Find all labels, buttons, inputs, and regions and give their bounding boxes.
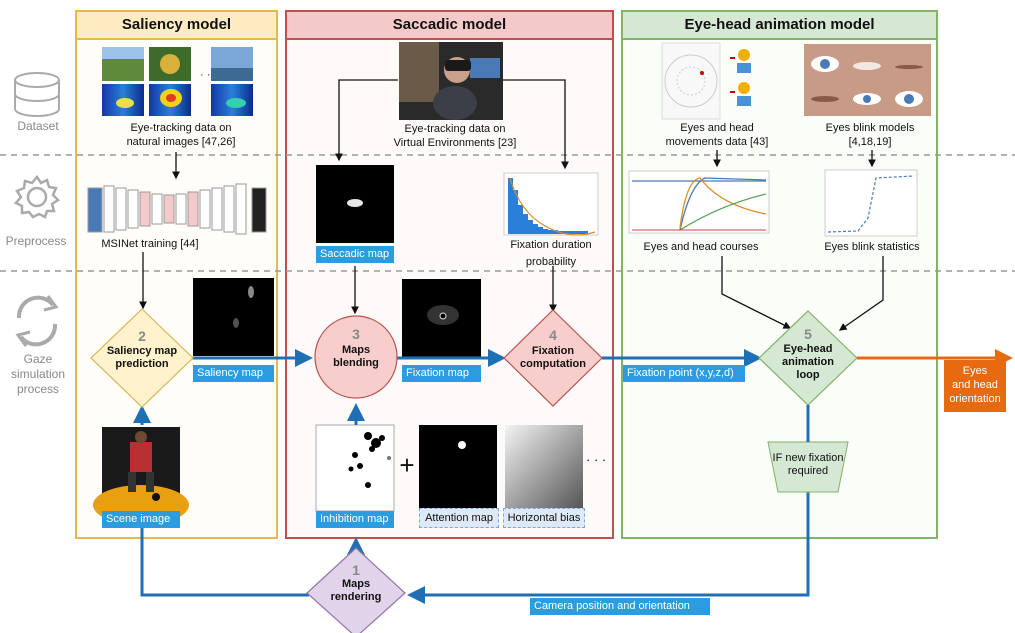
eyes-head-courses-chart — [628, 170, 770, 234]
virtual-env-caption: Eye-tracking data on Virtual Environment… — [393, 123, 517, 149]
msinet-caption: MSINet training [44] — [101, 238, 199, 250]
saliency-map-image — [193, 278, 274, 356]
camera-label: Camera position and orientation — [530, 598, 710, 615]
saliency-map-spot-2 — [233, 318, 239, 328]
stage-label-preprocess: Preprocess — [5, 234, 67, 248]
saccadic-panel-header: Saccadic model — [286, 11, 613, 39]
eyes-head-data-caption: Eyes and head movements data [43] — [665, 122, 769, 148]
inhibition-map-spots — [348, 432, 391, 488]
thumbnails-ellipsis: · · — [200, 69, 210, 81]
saccadic-map-spot — [347, 199, 363, 207]
node-2-number: 2 — [138, 328, 146, 344]
node-1-label: Maps rendering — [330, 578, 382, 603]
eyehead-panel-title-bar — [621, 10, 938, 40]
horizontal-bias-label: Horizontal bias — [503, 508, 585, 528]
saliency-map-label: Saliency map — [193, 365, 274, 382]
saliency-panel-title: Saliency model — [121, 16, 232, 33]
node-2-shape — [90, 308, 194, 408]
node-1-shape — [306, 547, 406, 633]
saccadic-panel-title: Saccadic model — [392, 16, 507, 33]
msinet-network-icon — [87, 183, 267, 235]
blink-models-caption: Eyes blink models [4,18,19] — [825, 122, 915, 148]
blink-statistics-caption: Eyes blink statistics — [824, 241, 920, 253]
eye-blink-images — [804, 44, 931, 116]
blink-statistics-chart — [824, 169, 918, 237]
inhibition-map-label: Inhibition map — [316, 511, 394, 528]
fixation-duration-histogram — [503, 172, 599, 236]
plus-symbol: + — [399, 450, 415, 480]
node-3-shape — [314, 315, 398, 399]
eyehead-panel-header: Eye-head animation model — [622, 11, 937, 39]
scene-image-label: Scene image — [102, 511, 180, 528]
node-1-number: 1 — [352, 562, 360, 578]
saliency-panel-header: Saliency model — [76, 11, 277, 39]
stage-label-gaze: Gaze simulation process — [10, 352, 66, 396]
output-box: Eyes and head orientation — [944, 360, 1006, 412]
fixation-map-label: Fixation map — [402, 365, 481, 382]
database-icon — [14, 72, 60, 117]
condition-label: IF new fixation required — [772, 452, 844, 477]
fixation-map-point — [439, 312, 447, 320]
stage-label-dataset: Dataset — [17, 119, 59, 133]
node-3-label: Maps blending — [333, 344, 379, 369]
saliency-panel-title-bar — [75, 10, 278, 40]
fixation-duration-caption: Fixation duration probability — [510, 239, 592, 268]
eyes-head-data-figure — [661, 42, 751, 120]
saliency-map-spot — [248, 286, 254, 298]
attention-map-image — [419, 425, 497, 508]
node-4-label: Fixation computation — [520, 345, 586, 370]
node-4-shape — [503, 309, 603, 407]
gear-icon — [14, 174, 60, 219]
saccadic-map-label: Saccadic map — [316, 246, 394, 263]
saccadic-panel-title-bar — [285, 10, 614, 40]
more-maps-ellipsis: · · · — [586, 452, 607, 467]
attention-map-label: Attention map — [419, 508, 499, 528]
preprocess-connectors — [139, 79, 884, 331]
vr-user-photo — [399, 42, 503, 120]
horizontal-bias-image — [505, 425, 583, 508]
condition-shape — [767, 441, 849, 493]
eyehead-panel-title: Eye-head animation model — [684, 16, 875, 33]
node-5-label: Eye-head animation loop — [782, 343, 834, 381]
natural-images-thumbnails — [102, 47, 253, 116]
node-2-label: Saliency map prediction — [106, 345, 178, 370]
node-5-number: 5 — [804, 326, 812, 342]
refresh-icon — [15, 295, 59, 347]
fixation-point-label: Fixation point (x,y,z,d) — [623, 365, 745, 382]
eyes-head-courses-caption: Eyes and head courses — [643, 241, 759, 253]
natural-images-caption: Eye-tracking data on natural images [47,… — [126, 122, 236, 148]
attention-map-spot — [458, 441, 466, 449]
node-4-number: 4 — [549, 327, 557, 343]
node-3-number: 3 — [352, 326, 360, 342]
